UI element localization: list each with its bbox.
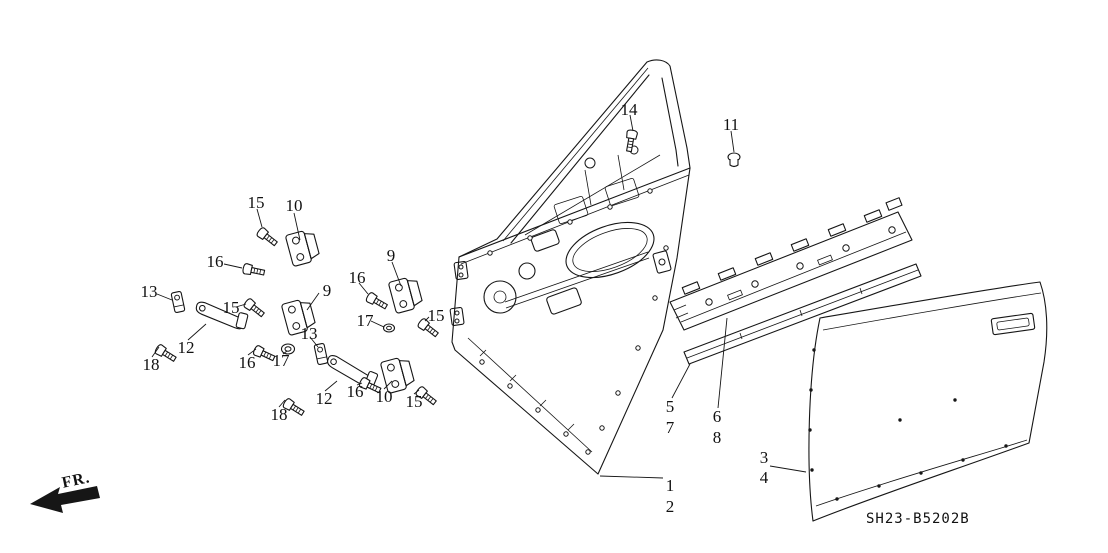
callout-15[interactable]: 15 xyxy=(222,298,240,317)
callout-12[interactable]: 12 xyxy=(177,338,195,357)
callout-14[interactable]: 14 xyxy=(620,100,638,119)
leader-lines xyxy=(151,114,807,479)
door-stiffener-rail xyxy=(669,197,913,331)
callout-15[interactable]: 15 xyxy=(247,193,265,212)
callout-9[interactable]: 9 xyxy=(322,281,332,300)
callout-1[interactable]: 1 xyxy=(665,476,675,495)
callout-13[interactable]: 13 xyxy=(140,282,158,301)
callout-18[interactable]: 18 xyxy=(270,405,288,424)
callout-17[interactable]: 17 xyxy=(272,351,290,370)
callout-8[interactable]: 8 xyxy=(712,428,722,447)
callout-10[interactable]: 10 xyxy=(375,387,393,406)
callout-4[interactable]: 4 xyxy=(759,468,769,487)
callout-11[interactable]: 11 xyxy=(722,115,740,134)
callout-9[interactable]: 9 xyxy=(386,246,396,265)
fastener-11 xyxy=(727,152,741,168)
door-outer-skin-panel xyxy=(808,281,1048,522)
callout-7[interactable]: 7 xyxy=(665,418,675,437)
callout-16[interactable]: 16 xyxy=(348,268,366,287)
callout-15[interactable]: 15 xyxy=(427,306,445,325)
callout-13[interactable]: 13 xyxy=(300,324,318,343)
callout-2[interactable]: 2 xyxy=(665,497,675,516)
callout-6[interactable]: 6 xyxy=(712,407,722,426)
door-inner-panel-assembly xyxy=(449,59,691,475)
callout-5[interactable]: 5 xyxy=(665,397,675,416)
drawing-code: SH23-B5202B xyxy=(866,511,970,527)
callout-15[interactable]: 15 xyxy=(405,392,423,411)
door-side-beam-strip xyxy=(683,263,922,365)
callout-3[interactable]: 3 xyxy=(759,448,769,467)
callout-18[interactable]: 18 xyxy=(142,355,160,374)
callout-10[interactable]: 10 xyxy=(285,196,303,215)
callout-16[interactable]: 16 xyxy=(238,353,256,372)
callout-16[interactable]: 16 xyxy=(206,252,224,271)
callout-12[interactable]: 12 xyxy=(315,389,333,408)
callout-16[interactable]: 16 xyxy=(346,382,364,401)
callout-17[interactable]: 17 xyxy=(356,311,374,330)
fr-direction-arrow-icon xyxy=(30,486,100,513)
